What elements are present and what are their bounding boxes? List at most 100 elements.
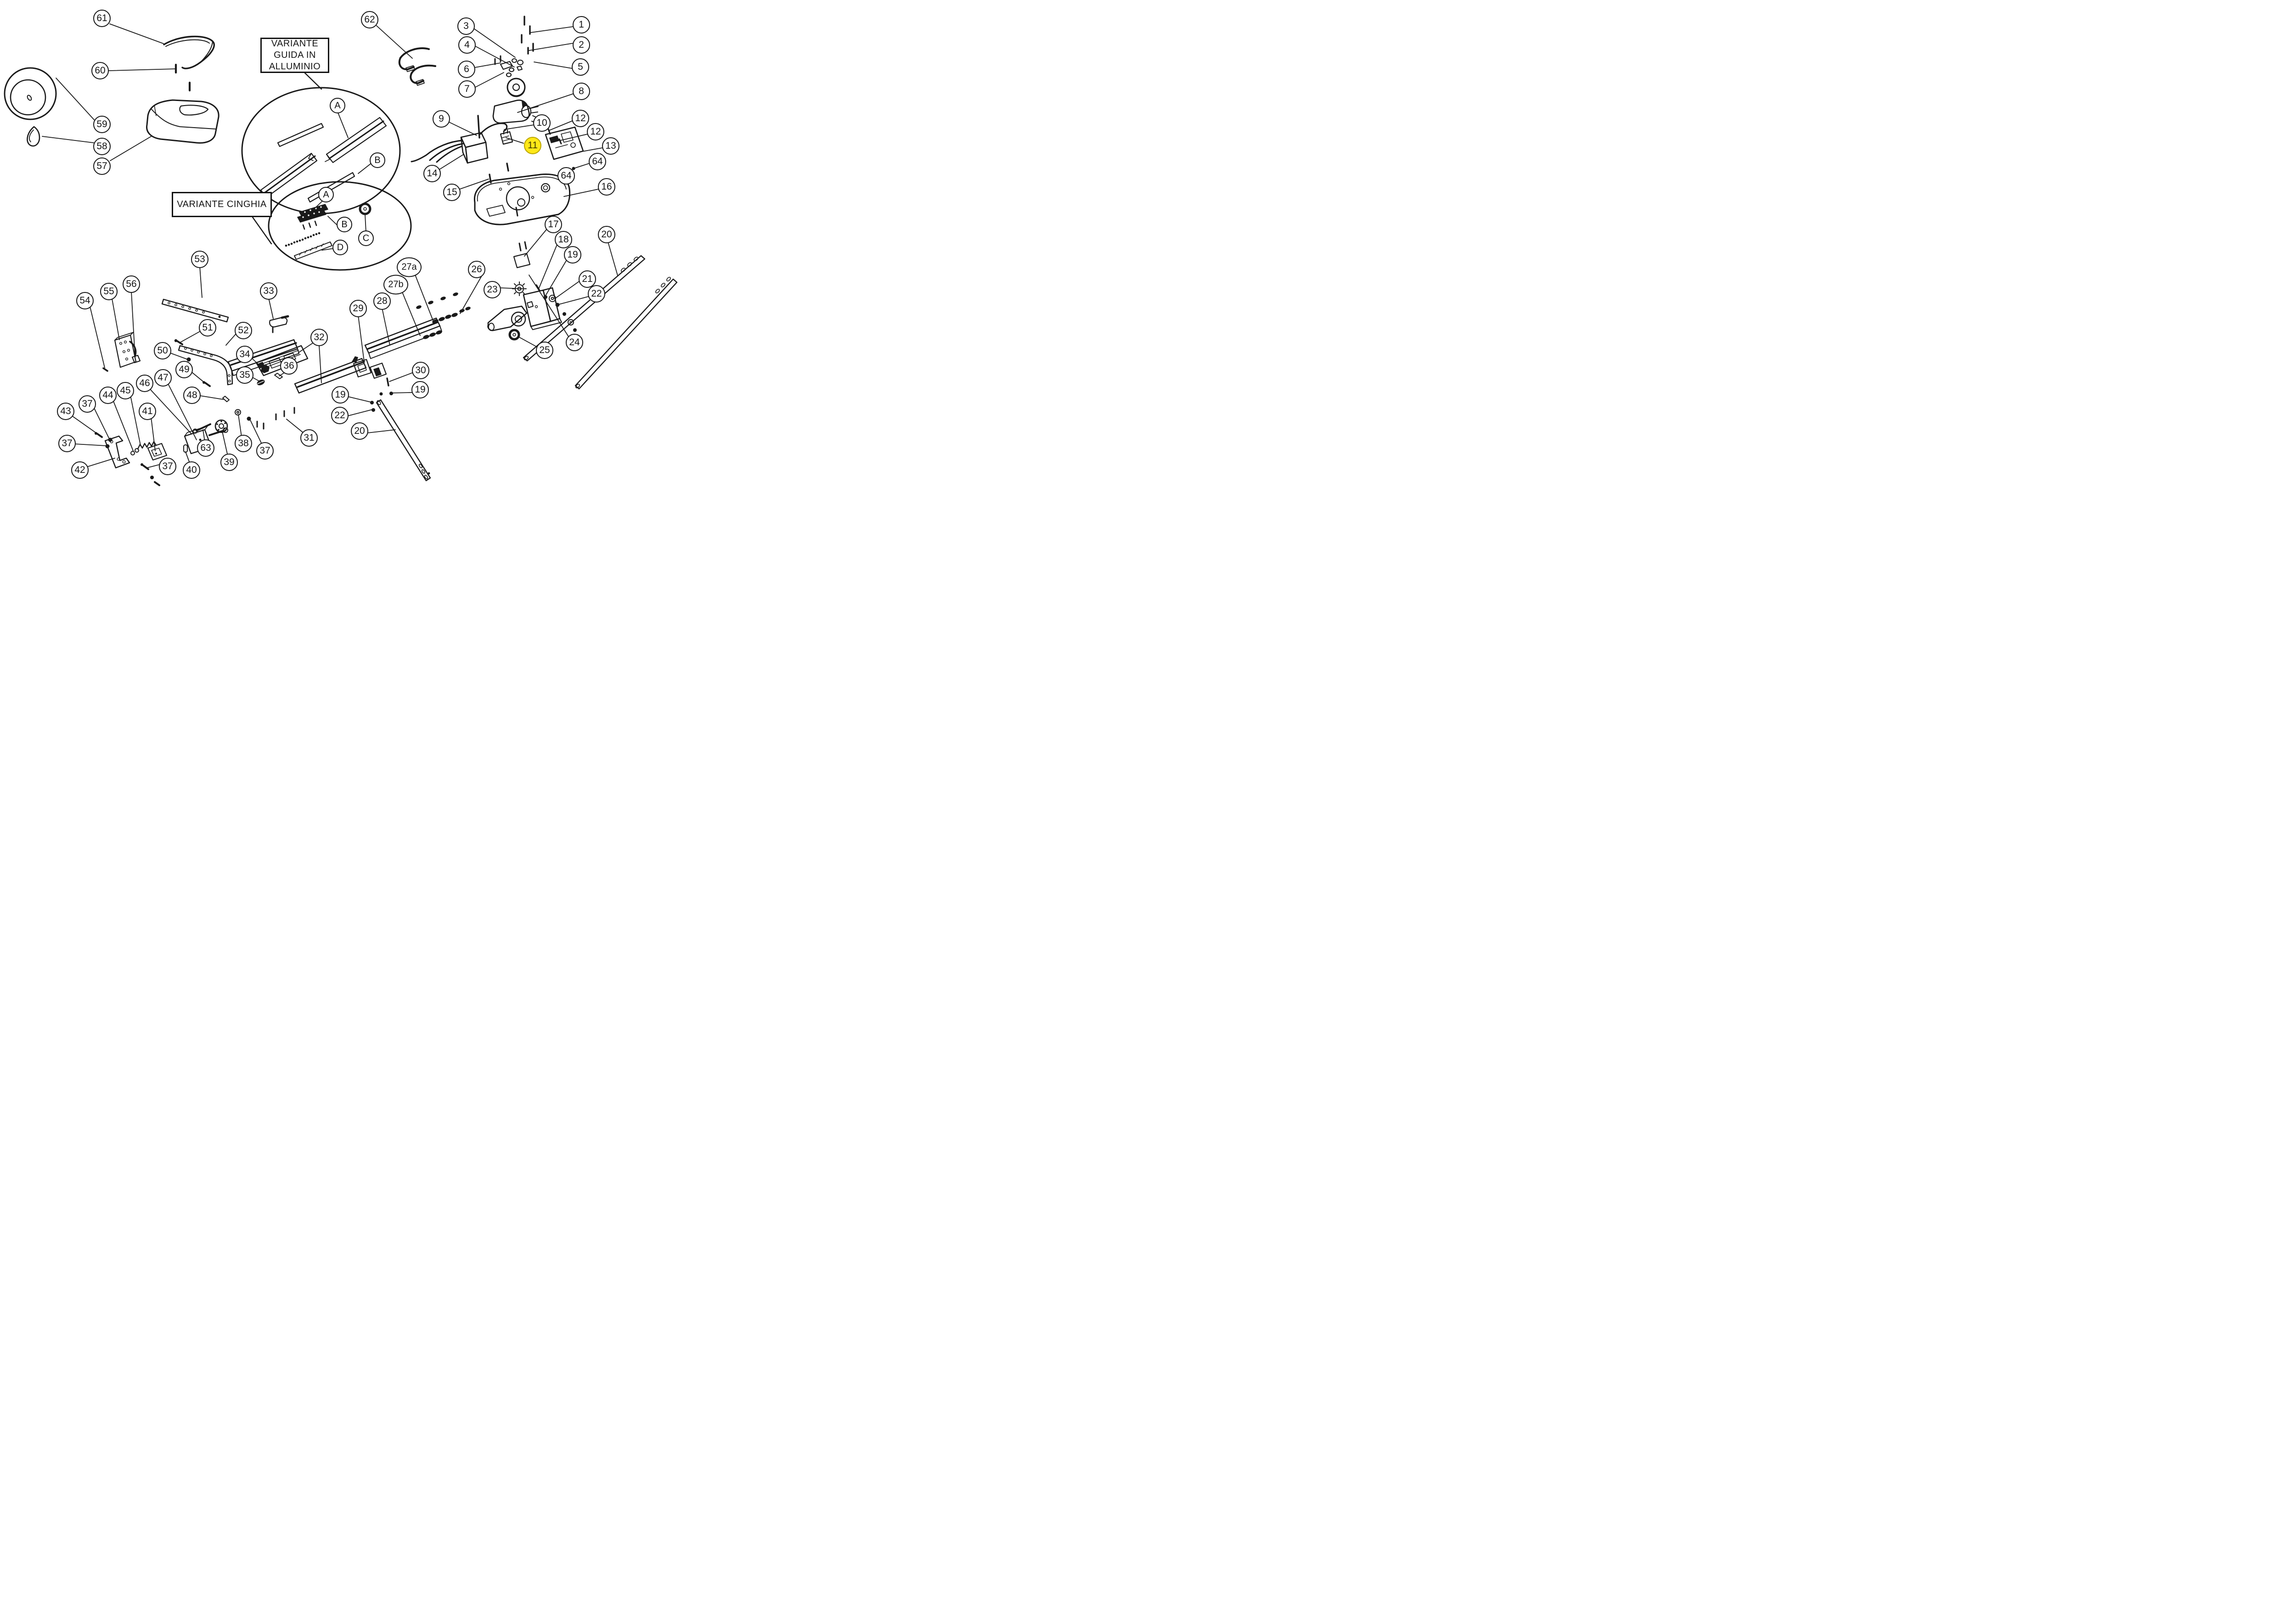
leader-62	[376, 25, 413, 59]
callout-58[interactable]: 58	[93, 138, 111, 155]
callout-39[interactable]: 39	[220, 454, 238, 471]
leader-52	[225, 333, 236, 346]
callout-20a[interactable]: 20	[598, 226, 615, 243]
callout-B2[interactable]: B	[337, 217, 352, 232]
callout-8[interactable]: 8	[573, 83, 590, 100]
callout-37b[interactable]: 37	[58, 435, 76, 452]
leader-30	[389, 372, 413, 382]
callout-28[interactable]: 28	[373, 292, 391, 310]
callout-42[interactable]: 42	[71, 461, 89, 479]
callout-32[interactable]: 32	[310, 329, 328, 346]
callout-C2[interactable]: C	[358, 230, 374, 246]
callout-64b[interactable]: 64	[557, 167, 575, 185]
callout-11[interactable]: 11	[524, 137, 541, 154]
callout-27b[interactable]: 27b	[383, 275, 408, 295]
callout-50[interactable]: 50	[154, 342, 171, 359]
callout-22b[interactable]: 22	[331, 407, 349, 424]
callout-A1[interactable]: A	[330, 98, 345, 113]
callout-57[interactable]: 57	[93, 157, 111, 175]
callout-46[interactable]: 46	[136, 375, 153, 392]
callout-56[interactable]: 56	[123, 275, 140, 293]
callout-27a[interactable]: 27a	[397, 257, 422, 277]
callout-15[interactable]: 15	[443, 184, 461, 201]
callout-23[interactable]: 23	[484, 281, 501, 298]
callout-30[interactable]: 30	[412, 362, 429, 379]
callout-12b[interactable]: 12	[587, 123, 604, 140]
pulley-25-part	[508, 329, 520, 341]
callout-14[interactable]: 14	[423, 165, 441, 182]
callout-49[interactable]: 49	[175, 361, 193, 378]
callout-55[interactable]: 55	[100, 283, 118, 300]
callout-40[interactable]: 40	[183, 461, 200, 479]
ring-38-part	[235, 409, 241, 415]
callout-26[interactable]: 26	[468, 261, 485, 278]
callout-59[interactable]: 59	[93, 116, 111, 133]
arm-rail-lower	[574, 277, 678, 390]
callout-B1[interactable]: B	[370, 152, 385, 168]
callout-43[interactable]: 43	[57, 403, 74, 420]
callout-9[interactable]: 9	[433, 110, 450, 128]
callout-21[interactable]: 21	[579, 270, 596, 288]
callout-19c[interactable]: 19	[332, 386, 349, 404]
callout-60[interactable]: 60	[91, 62, 109, 79]
callout-31[interactable]: 31	[300, 429, 318, 447]
callout-19b[interactable]: 19	[411, 381, 429, 398]
callout-12a[interactable]: 12	[572, 110, 589, 127]
fasteners-19-22	[370, 392, 393, 412]
callout-29[interactable]: 29	[349, 300, 367, 317]
callout-41[interactable]: 41	[139, 403, 156, 420]
perforated-bar-53	[161, 298, 229, 323]
leader-2	[529, 43, 574, 51]
callout-4[interactable]: 4	[458, 36, 476, 54]
callout-24[interactable]: 24	[566, 334, 583, 351]
gasket-ring-part	[27, 126, 40, 147]
leader-22a	[558, 296, 589, 305]
leader-C2	[365, 214, 366, 233]
leader-47	[168, 384, 197, 440]
harness-wire	[479, 123, 508, 135]
callout-64a[interactable]: 64	[589, 153, 606, 170]
callout-63[interactable]: 63	[197, 439, 214, 457]
callout-3[interactable]: 3	[457, 17, 475, 35]
callout-A2[interactable]: A	[318, 187, 334, 202]
leader-12a	[549, 120, 573, 131]
callout-33[interactable]: 33	[260, 282, 277, 300]
callout-1[interactable]: 1	[573, 16, 590, 34]
pin-36-part	[274, 373, 283, 379]
callout-25[interactable]: 25	[536, 342, 553, 359]
callout-34[interactable]: 34	[236, 346, 253, 363]
callout-5[interactable]: 5	[572, 58, 589, 76]
callout-20b[interactable]: 20	[351, 422, 368, 440]
callout-37c[interactable]: 37	[159, 458, 176, 475]
callout-54[interactable]: 54	[76, 292, 94, 309]
callout-10[interactable]: 10	[533, 114, 551, 132]
callout-37d[interactable]: 37	[256, 442, 274, 460]
callout-D2[interactable]: D	[332, 240, 348, 255]
callout-53[interactable]: 53	[191, 251, 208, 268]
callout-48[interactable]: 48	[183, 387, 201, 404]
callout-22a[interactable]: 22	[588, 285, 605, 303]
leader-5	[534, 62, 573, 69]
callout-44[interactable]: 44	[99, 387, 117, 404]
cable-coil-part	[4, 67, 57, 120]
callout-36[interactable]: 36	[280, 357, 298, 375]
callout-38[interactable]: 38	[235, 435, 252, 452]
callout-18[interactable]: 18	[555, 231, 572, 248]
callout-6[interactable]: 6	[458, 61, 475, 78]
callout-2[interactable]: 2	[573, 36, 590, 54]
callout-51[interactable]: 51	[199, 319, 216, 337]
callout-19a[interactable]: 19	[564, 246, 581, 264]
callout-13[interactable]: 13	[602, 137, 619, 155]
callout-35[interactable]: 35	[236, 366, 253, 384]
callout-47[interactable]: 47	[154, 369, 172, 387]
callout-17[interactable]: 17	[545, 216, 562, 233]
callout-16[interactable]: 16	[598, 178, 615, 196]
callout-62[interactable]: 62	[361, 11, 378, 28]
leader-20b	[367, 429, 396, 433]
callout-52[interactable]: 52	[235, 322, 252, 339]
leader-27b	[401, 291, 421, 336]
callout-45[interactable]: 45	[117, 382, 134, 399]
callout-37a[interactable]: 37	[79, 395, 96, 413]
callout-61[interactable]: 61	[93, 10, 111, 27]
callout-7[interactable]: 7	[458, 80, 476, 98]
